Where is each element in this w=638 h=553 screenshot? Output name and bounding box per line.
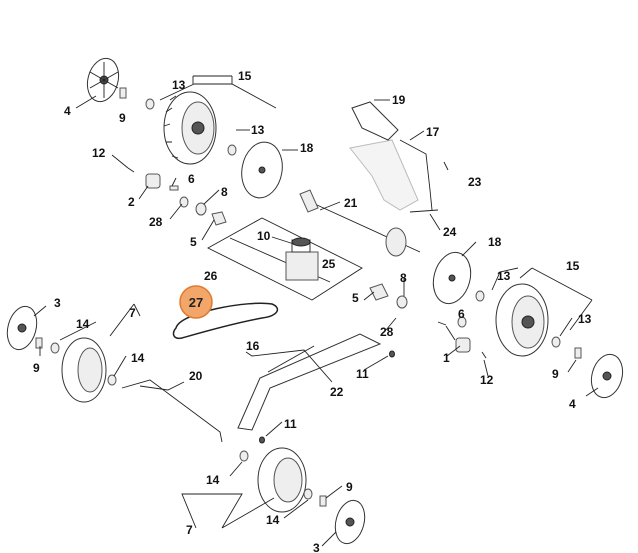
bolt-9-top[interactable] [119, 87, 127, 99]
label-9[interactable]: 9 [552, 367, 559, 381]
label-6[interactable]: 6 [188, 172, 195, 186]
label-17[interactable]: 17 [426, 125, 440, 139]
front-wheel-left[interactable] [61, 337, 107, 403]
spring-23[interactable] [443, 161, 449, 171]
front-axle-20[interactable] [121, 379, 223, 443]
bushing-2[interactable] [145, 173, 161, 189]
rear-axle-21[interactable] [299, 189, 421, 257]
cover-disc-18-right[interactable] [428, 248, 476, 308]
bearing-8-top[interactable] [195, 202, 207, 216]
part-labels: 15 13 4 9 13 19 17 23 12 18 6 2 8 28 21 … [33, 69, 592, 553]
bracket-5-right[interactable] [369, 283, 389, 301]
hubcap-right[interactable] [587, 351, 627, 401]
label-18[interactable]: 18 [488, 235, 502, 249]
bolt-9-bottom[interactable] [319, 495, 327, 507]
lever-17[interactable] [399, 139, 433, 211]
label-20[interactable]: 20 [189, 369, 203, 383]
label-14[interactable]: 14 [266, 513, 280, 527]
bolt-9-front-left[interactable] [35, 337, 43, 349]
label-26[interactable]: 26 [204, 269, 218, 283]
hubcap-bottom[interactable] [331, 497, 369, 547]
label-11[interactable]: 11 [284, 417, 297, 431]
label-19[interactable]: 19 [392, 93, 406, 107]
label-2[interactable]: 2 [128, 195, 135, 209]
gearbox-box-26 [207, 217, 363, 301]
label-27: 27 [189, 295, 203, 310]
label-28[interactable]: 28 [149, 215, 163, 229]
pin-6-right[interactable] [437, 321, 447, 326]
bracket-5-top[interactable] [211, 211, 227, 226]
label-24[interactable]: 24 [443, 225, 457, 239]
label-8[interactable]: 8 [221, 185, 228, 199]
rod-24[interactable] [409, 209, 439, 213]
lever-bracket-19[interactable] [351, 101, 399, 141]
label-3[interactable]: 3 [313, 541, 320, 553]
bolt-9-right[interactable] [574, 347, 582, 359]
label-14[interactable]: 14 [131, 351, 145, 365]
drive-belt-27[interactable] [172, 302, 279, 340]
rear-wheel-top[interactable] [163, 91, 217, 165]
washer-14-bottom-b[interactable] [303, 488, 313, 500]
label-28[interactable]: 28 [380, 325, 394, 339]
rod-16[interactable] [267, 345, 315, 373]
label-9[interactable]: 9 [346, 480, 353, 494]
front-wheel-bottom[interactable] [257, 447, 307, 513]
label-14[interactable]: 14 [76, 317, 90, 331]
clip-12-top[interactable] [127, 167, 135, 173]
label-13[interactable]: 13 [251, 123, 265, 137]
label-15[interactable]: 15 [566, 259, 580, 273]
bracket-22[interactable] [237, 333, 382, 431]
hubcap-top-left[interactable] [83, 55, 123, 105]
label-9[interactable]: 9 [119, 111, 126, 125]
washer-13-top-right[interactable] [227, 144, 237, 156]
label-12[interactable]: 12 [480, 373, 494, 387]
label-16[interactable]: 16 [246, 339, 260, 353]
label-15[interactable]: 15 [238, 69, 252, 83]
pulley-10[interactable] [291, 237, 311, 247]
label-4[interactable]: 4 [569, 397, 576, 411]
label-5[interactable]: 5 [190, 235, 197, 249]
label-7[interactable]: 7 [129, 306, 136, 320]
hubcap-front-left[interactable] [3, 303, 41, 353]
rear-wheel-right[interactable] [495, 283, 549, 357]
label-10[interactable]: 10 [257, 229, 271, 243]
label-4[interactable]: 4 [64, 104, 71, 118]
clip-12-right[interactable] [481, 351, 487, 359]
screw-11-right[interactable] [389, 350, 395, 358]
label-22[interactable]: 22 [330, 385, 344, 399]
label-23[interactable]: 23 [468, 175, 482, 189]
label-12[interactable]: 12 [92, 146, 106, 160]
label-11[interactable]: 11 [356, 367, 369, 381]
bushing-1[interactable] [455, 337, 471, 353]
label-21[interactable]: 21 [344, 196, 358, 210]
label-5[interactable]: 5 [352, 291, 359, 305]
leader-lines [33, 75, 599, 547]
washer-13-right[interactable] [475, 290, 485, 302]
cover-disc-18-top[interactable] [237, 139, 286, 201]
label-13[interactable]: 13 [497, 269, 511, 283]
screw-11-left[interactable] [259, 436, 265, 444]
washer-28-right[interactable] [457, 316, 467, 328]
label-25[interactable]: 25 [322, 257, 336, 271]
label-3[interactable]: 3 [54, 296, 61, 310]
label-18[interactable]: 18 [300, 141, 314, 155]
washer-13-right-lower[interactable] [551, 336, 561, 348]
label-14[interactable]: 14 [206, 473, 220, 487]
label-6[interactable]: 6 [458, 307, 465, 321]
label-9[interactable]: 9 [33, 361, 40, 375]
washer-14-front-left[interactable] [50, 342, 60, 354]
pin-6-top[interactable] [169, 185, 179, 191]
label-1[interactable]: 1 [443, 351, 450, 365]
washer-14-front-left-b[interactable] [107, 374, 117, 386]
height-adjuster-ghost [349, 139, 419, 211]
washer-13-top[interactable] [145, 98, 155, 110]
label-13[interactable]: 13 [172, 78, 186, 92]
label-8[interactable]: 8 [400, 271, 407, 285]
washer-14-bottom[interactable] [239, 450, 249, 462]
bearing-8-right[interactable] [396, 295, 408, 309]
highlight-badge-27[interactable]: 27 [179, 285, 213, 319]
label-13[interactable]: 13 [578, 312, 592, 326]
label-7[interactable]: 7 [186, 523, 193, 537]
